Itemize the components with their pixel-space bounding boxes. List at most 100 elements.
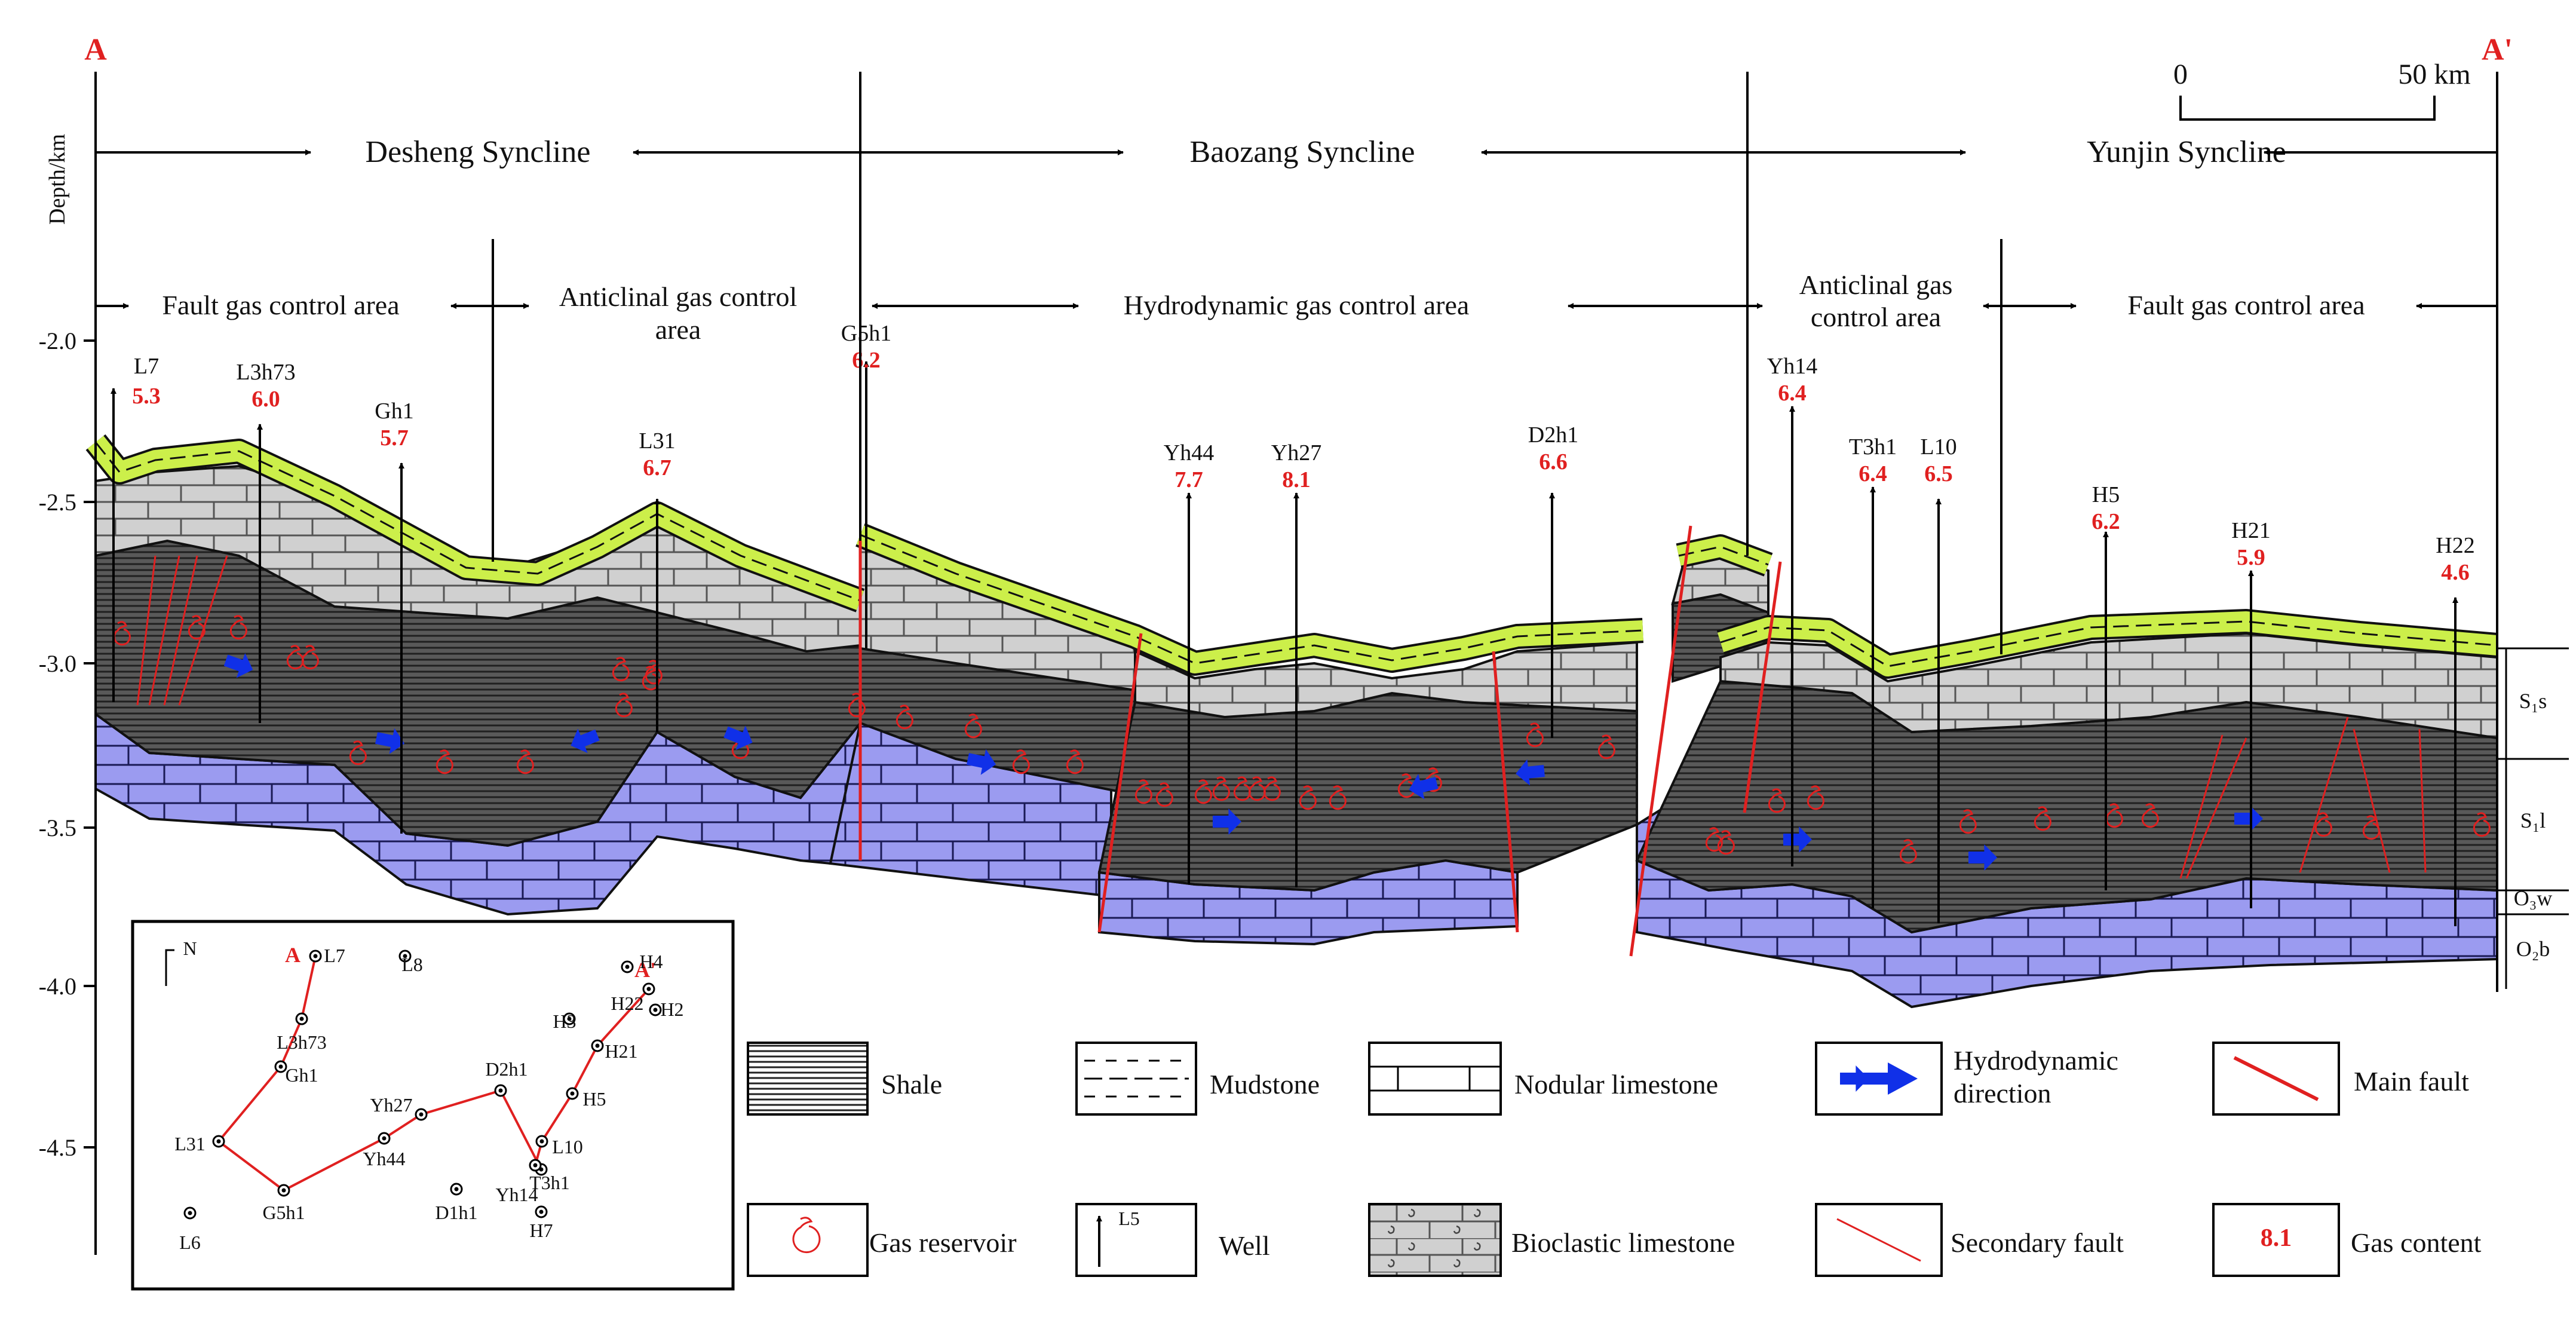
legend-main-fault-icon [2233, 1056, 2319, 1101]
gas-reservoir-icon [1959, 809, 1977, 834]
well-name-label: D2h1 [1528, 422, 1578, 448]
formation-label: S₁s [2519, 689, 2547, 713]
map-well-label: L31 [174, 1133, 206, 1154]
mudstone-dash [94, 442, 861, 602]
map-well-dot [539, 1209, 544, 1214]
gas-reservoir-icon [1194, 779, 1212, 804]
depth-tick-label: -2.0 [39, 327, 76, 354]
map-well-dot [646, 987, 651, 991]
gas-reservoir-icon [1705, 827, 1723, 852]
gas-reservoir-icon [1299, 785, 1317, 810]
gas-reservoir-icon [642, 666, 660, 691]
gas-content-value: 4.6 [2441, 560, 2470, 585]
gas-reservoir-icon [1155, 782, 1173, 807]
secondary-fault [163, 555, 198, 706]
gas-reservoir-icon [1899, 839, 1917, 864]
shale-block-3 [1097, 691, 1638, 892]
gas-reservoir-icon [2314, 812, 2332, 837]
well-name-label: H21 [2231, 518, 2270, 543]
gas-reservoir-icon [2034, 806, 2051, 831]
gas-reservoir-icon [1012, 749, 1030, 774]
map-well-dot [216, 1139, 221, 1144]
legend-gas-reservoir-label: Gas reservoir [869, 1227, 1017, 1258]
legend-shale-swatch [747, 1042, 869, 1116]
well-name-label: H5 [2092, 482, 2120, 507]
map-well-label: H7 [529, 1220, 553, 1241]
map-well-label: Yh14 [495, 1184, 538, 1205]
mudstone-dash [1720, 620, 2498, 667]
gas-reservoir-icon [1526, 722, 1544, 748]
limestone-block-3 [1134, 641, 1638, 719]
legend-hydro-label: direction [1954, 1078, 2051, 1108]
hydrodynamic-arrow [723, 725, 753, 751]
map-well-label: D1h1 [435, 1202, 477, 1223]
well-name-label: H22 [2436, 533, 2474, 558]
map-well-label: L6 [179, 1232, 201, 1253]
map-well-label: H3 [553, 1010, 576, 1032]
map-well-dot [567, 1016, 572, 1021]
legend-mudstone-label: Mudstone [1210, 1069, 1320, 1100]
depth-axis-label: Depth/km [45, 134, 70, 225]
north-arrow-icon [165, 949, 174, 986]
gas-reservoir-icon [436, 749, 453, 774]
gas-reservoir-icon [1263, 776, 1281, 801]
formation-label: S₁l [2520, 808, 2546, 832]
depth-tick-label: -4.5 [39, 1134, 76, 1161]
well-name-label: Yh27 [1271, 440, 1321, 466]
legend-bioclastic-swatch [1368, 1203, 1502, 1277]
gas-reservoir-icon [1597, 734, 1615, 760]
map-well-dot [299, 1016, 304, 1021]
control-area-label: Fault gas control area [162, 290, 399, 320]
legend-gas-content-swatch [2212, 1203, 2340, 1277]
control-area-label: area [655, 314, 701, 345]
gas-reservoir-icon [964, 713, 982, 739]
gas-reservoir-icon [2473, 812, 2491, 837]
scale-bar [2179, 96, 2436, 121]
gas-content-value: 8.1 [1282, 467, 1311, 492]
gas-reservoir-icon [1768, 788, 1786, 813]
control-area-label: Anticlinal gas [1799, 270, 1953, 300]
map-section-line [217, 956, 650, 1192]
legend-secondary-fault-label: Secondary fault [1951, 1227, 2124, 1258]
map-well-label: Yh44 [363, 1148, 405, 1169]
syncline-label: Desheng Syncline [366, 135, 591, 169]
gas-reservoir-icon [1134, 779, 1152, 804]
well-name-label: L10 [1920, 434, 1956, 460]
legend-hydro-arrow-icon [1843, 1062, 1918, 1095]
map-well-dot [539, 1139, 544, 1144]
main-fault [1629, 525, 1692, 957]
map-well-label: H2 [660, 999, 683, 1020]
formation-label: O₂b [2516, 937, 2550, 961]
scale-zero: 0 [2173, 59, 2188, 90]
map-well-dot [403, 954, 407, 958]
control-area-label: Anticlinal gas control [559, 281, 798, 312]
well-name-label: Yh14 [1767, 354, 1817, 379]
legend-gas-swatch [747, 1203, 869, 1277]
gas-content-value: 6.6 [1539, 449, 1568, 474]
endpoint-label-A: A [84, 33, 107, 67]
well-name-label: Yh44 [1164, 440, 1214, 466]
gas-reservoir-icon [1066, 749, 1084, 774]
secondary-fault [136, 555, 157, 706]
secondary-fault [2353, 728, 2391, 873]
depth-tick-label: -2.5 [39, 489, 76, 516]
gas-reservoir-icon [1807, 785, 1824, 810]
map-well-dot [454, 1187, 459, 1192]
gas-reservoir-icon [229, 615, 247, 640]
legend-gas-content-example: 8.1 [2261, 1224, 2292, 1252]
secondary-fault [2179, 734, 2224, 879]
gas-reservoir-icon [612, 657, 630, 682]
legend-gas-reservoir-icon [792, 1217, 821, 1254]
map-well-label: H21 [605, 1040, 637, 1062]
gas-reservoir-icon [188, 615, 206, 640]
map-well-label: Gh1 [285, 1064, 318, 1086]
gas-content-value: 6.7 [643, 455, 671, 480]
well-name-label: T3h1 [1849, 434, 1897, 460]
legend-secondary-fault-icon [1836, 1218, 1921, 1262]
formation-label: O₃w [2514, 886, 2553, 910]
map-well-dot [570, 1091, 575, 1096]
gas-reservoir-icon [2362, 815, 2380, 840]
map-well-dot [595, 1043, 600, 1048]
gas-content-value: 5.3 [132, 384, 161, 409]
secondary-fault [2418, 728, 2427, 873]
